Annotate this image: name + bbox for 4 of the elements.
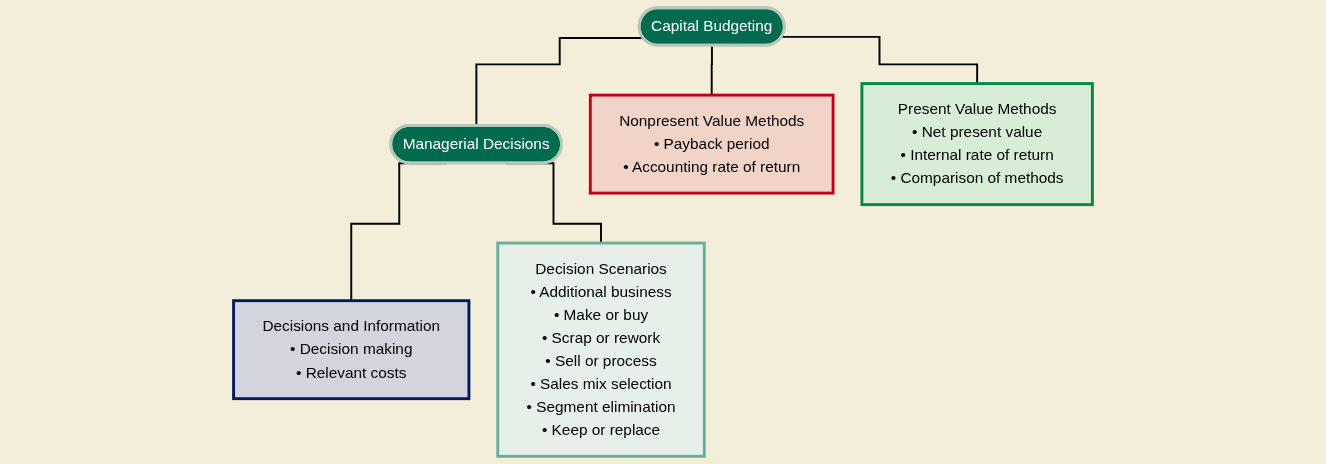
node-box: Nonpresent Value Methods • Payback period • Accounting rate of return bbox=[588, 93, 835, 195]
node-box: Decisions and Information • Decision making • Relevant costs bbox=[232, 299, 471, 401]
node-box: Present Value Methods • Net present value • Internal rate of return • Comparison of methods bbox=[860, 82, 1094, 207]
node-box: Decision Scenarios • Additional business • Make or buy • Scrap or rework • Sell or process • Sales mix selection • Segment elimination • Keep or replace bbox=[496, 241, 706, 458]
